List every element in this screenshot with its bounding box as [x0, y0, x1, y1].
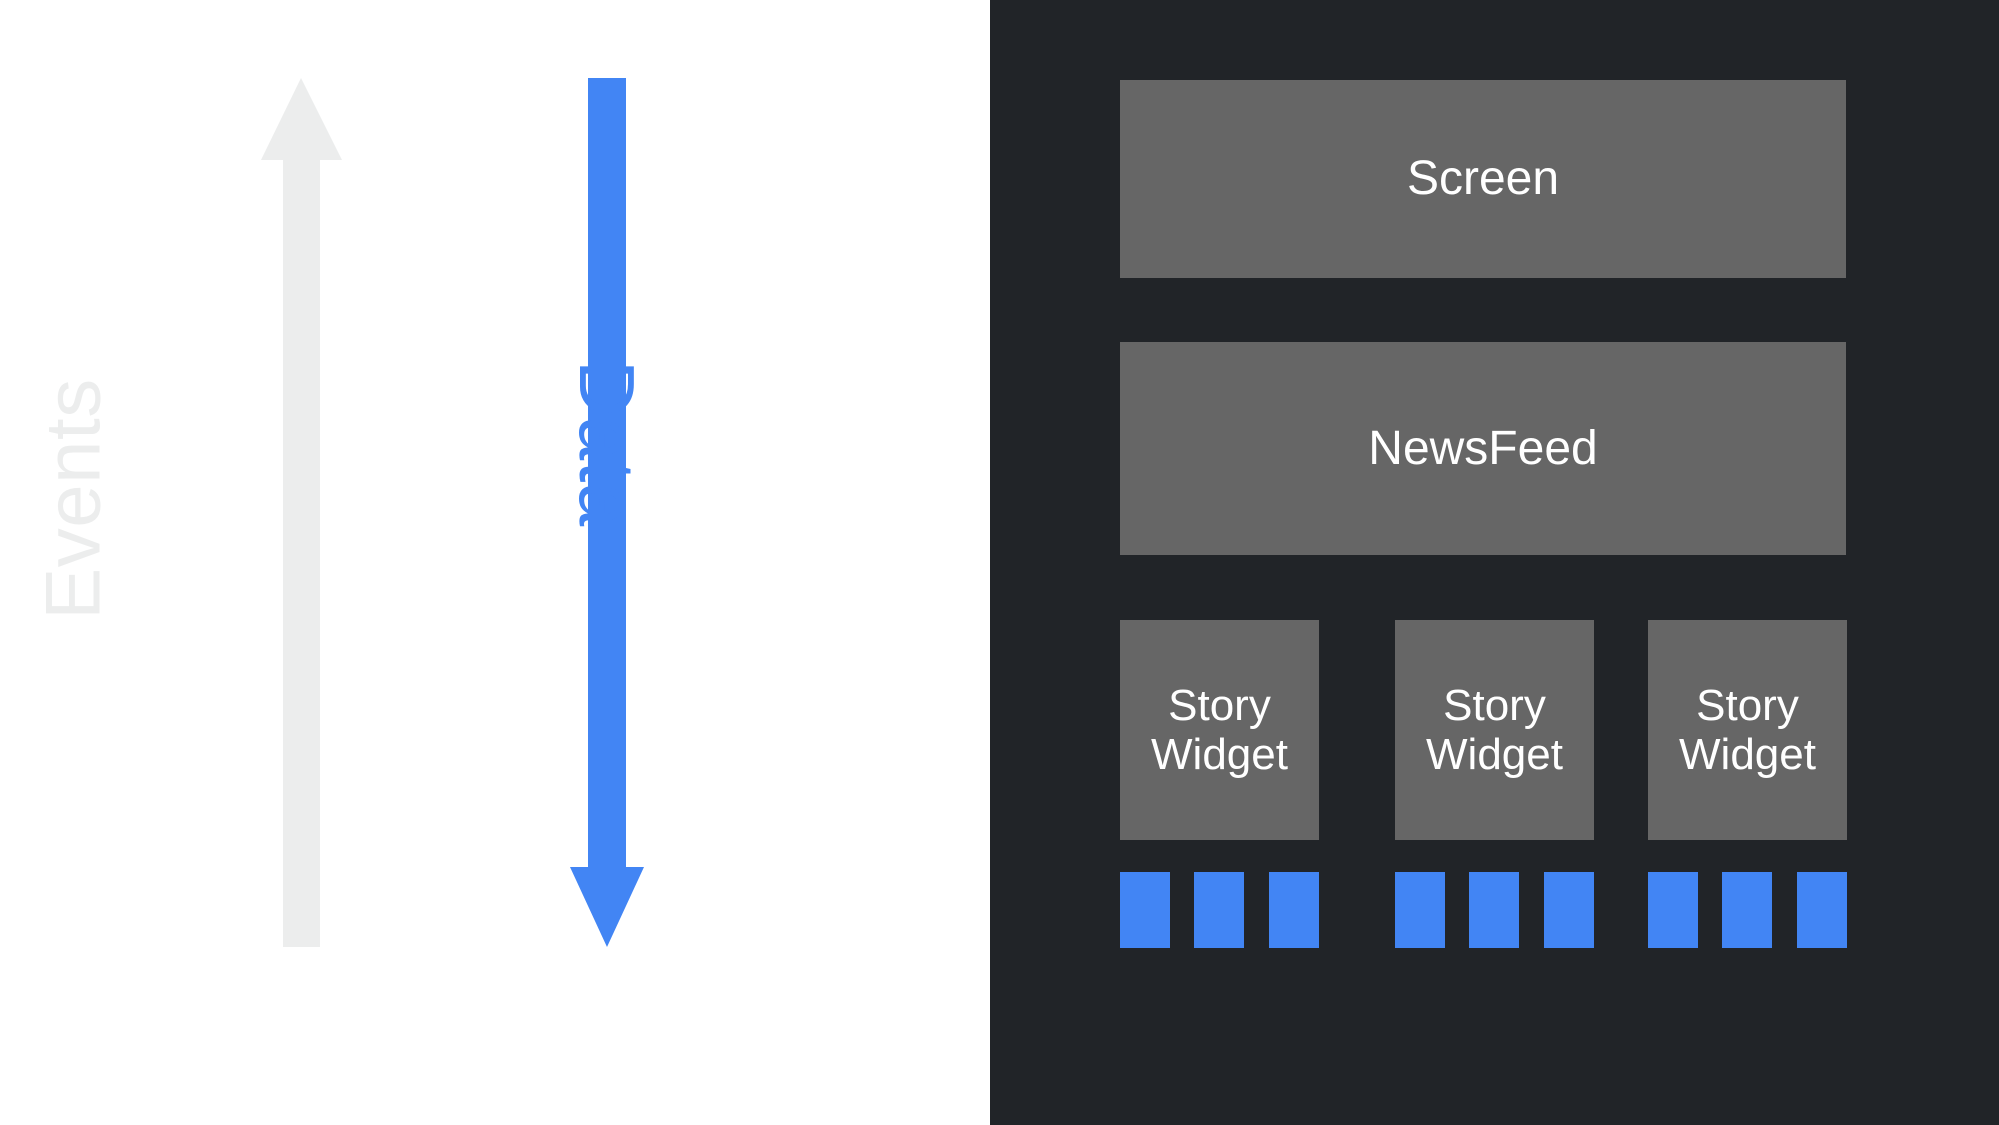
story-widget-bars	[1648, 872, 1847, 948]
story-widget-node[interactable]: Story Widget	[1120, 620, 1319, 840]
story-widget-label-line2: Widget	[1426, 730, 1563, 779]
events-label: Events	[28, 378, 117, 620]
newsfeed-node[interactable]: NewsFeed	[1120, 342, 1846, 555]
content-bar	[1722, 872, 1772, 948]
content-bar	[1194, 872, 1244, 948]
content-bar	[1797, 872, 1847, 948]
flow-legend-panel: Events Data	[0, 0, 990, 1125]
story-widget-node[interactable]: Story Widget	[1395, 620, 1594, 840]
screen-node[interactable]: Screen	[1120, 80, 1846, 278]
story-widget-bars	[1395, 872, 1594, 948]
story-widget-label-line1: Story	[1168, 680, 1271, 730]
story-widget-label-line2: Widget	[1679, 730, 1816, 779]
content-bar	[1544, 872, 1594, 948]
story-widget-label: Story Widget	[1679, 681, 1816, 780]
story-widget-bars	[1120, 872, 1319, 948]
story-widget-label-line1: Story	[1443, 680, 1546, 730]
content-bar	[1469, 872, 1519, 948]
story-widget-label: Story Widget	[1426, 681, 1563, 780]
content-bar	[1648, 872, 1698, 948]
content-bar	[1269, 872, 1319, 948]
story-widget-node[interactable]: Story Widget	[1648, 620, 1847, 840]
events-arrow-up-icon	[261, 78, 342, 947]
story-widget-label-line2: Widget	[1151, 730, 1288, 779]
content-bar	[1120, 872, 1170, 948]
story-widget-label: Story Widget	[1151, 681, 1288, 780]
story-widget-label-line1: Story	[1696, 680, 1799, 730]
widget-tree-panel: Screen NewsFeed Story Widget Story Widge…	[990, 0, 1999, 1125]
data-label: Data	[563, 360, 651, 527]
data-arrow-down-icon	[570, 78, 644, 947]
content-bar	[1395, 872, 1445, 948]
